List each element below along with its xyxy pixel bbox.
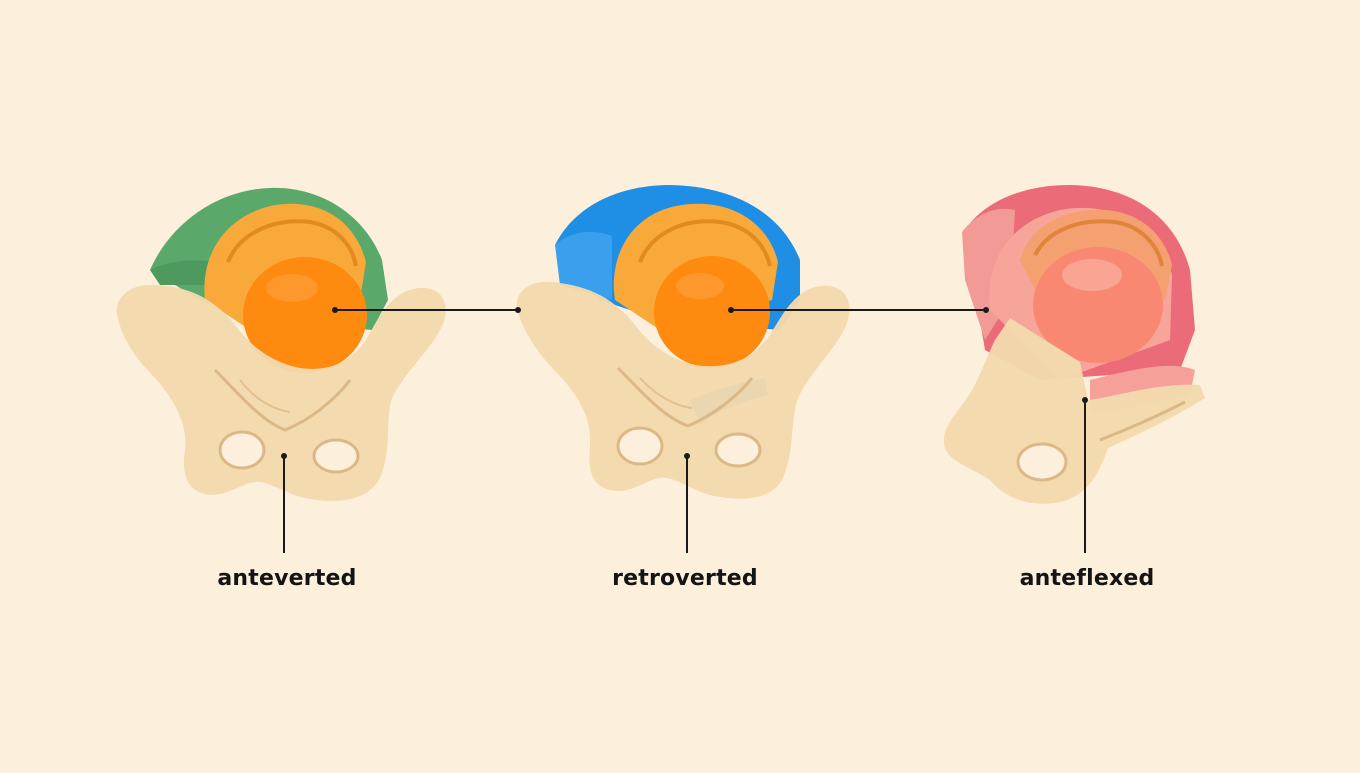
pelvis-illustration-anteflexed [943,185,1205,504]
leader-lines [283,309,1086,553]
label-retroverted: retroverted [612,566,758,591]
dot-uterus-1 [332,307,338,313]
pelvic-bone [116,285,446,501]
leader-dots [281,307,1088,459]
dot-bone-3 [1082,397,1088,403]
uterus-body [654,256,770,368]
dot-bone-2-left [515,307,521,313]
dot-bone-2 [684,453,690,459]
dot-uterus-2 [728,307,734,313]
pelvis-illustration-retroverted [516,185,850,499]
dot-bone-1 [281,453,287,459]
label-anteverted: anteverted [217,566,357,591]
pelvic-bone [943,318,1205,504]
pelvis-illustration-anteverted [116,187,446,501]
label-anteflexed: anteflexed [1019,566,1155,591]
dot-uterus-3 [983,307,989,313]
pelvic-bone [516,281,850,499]
